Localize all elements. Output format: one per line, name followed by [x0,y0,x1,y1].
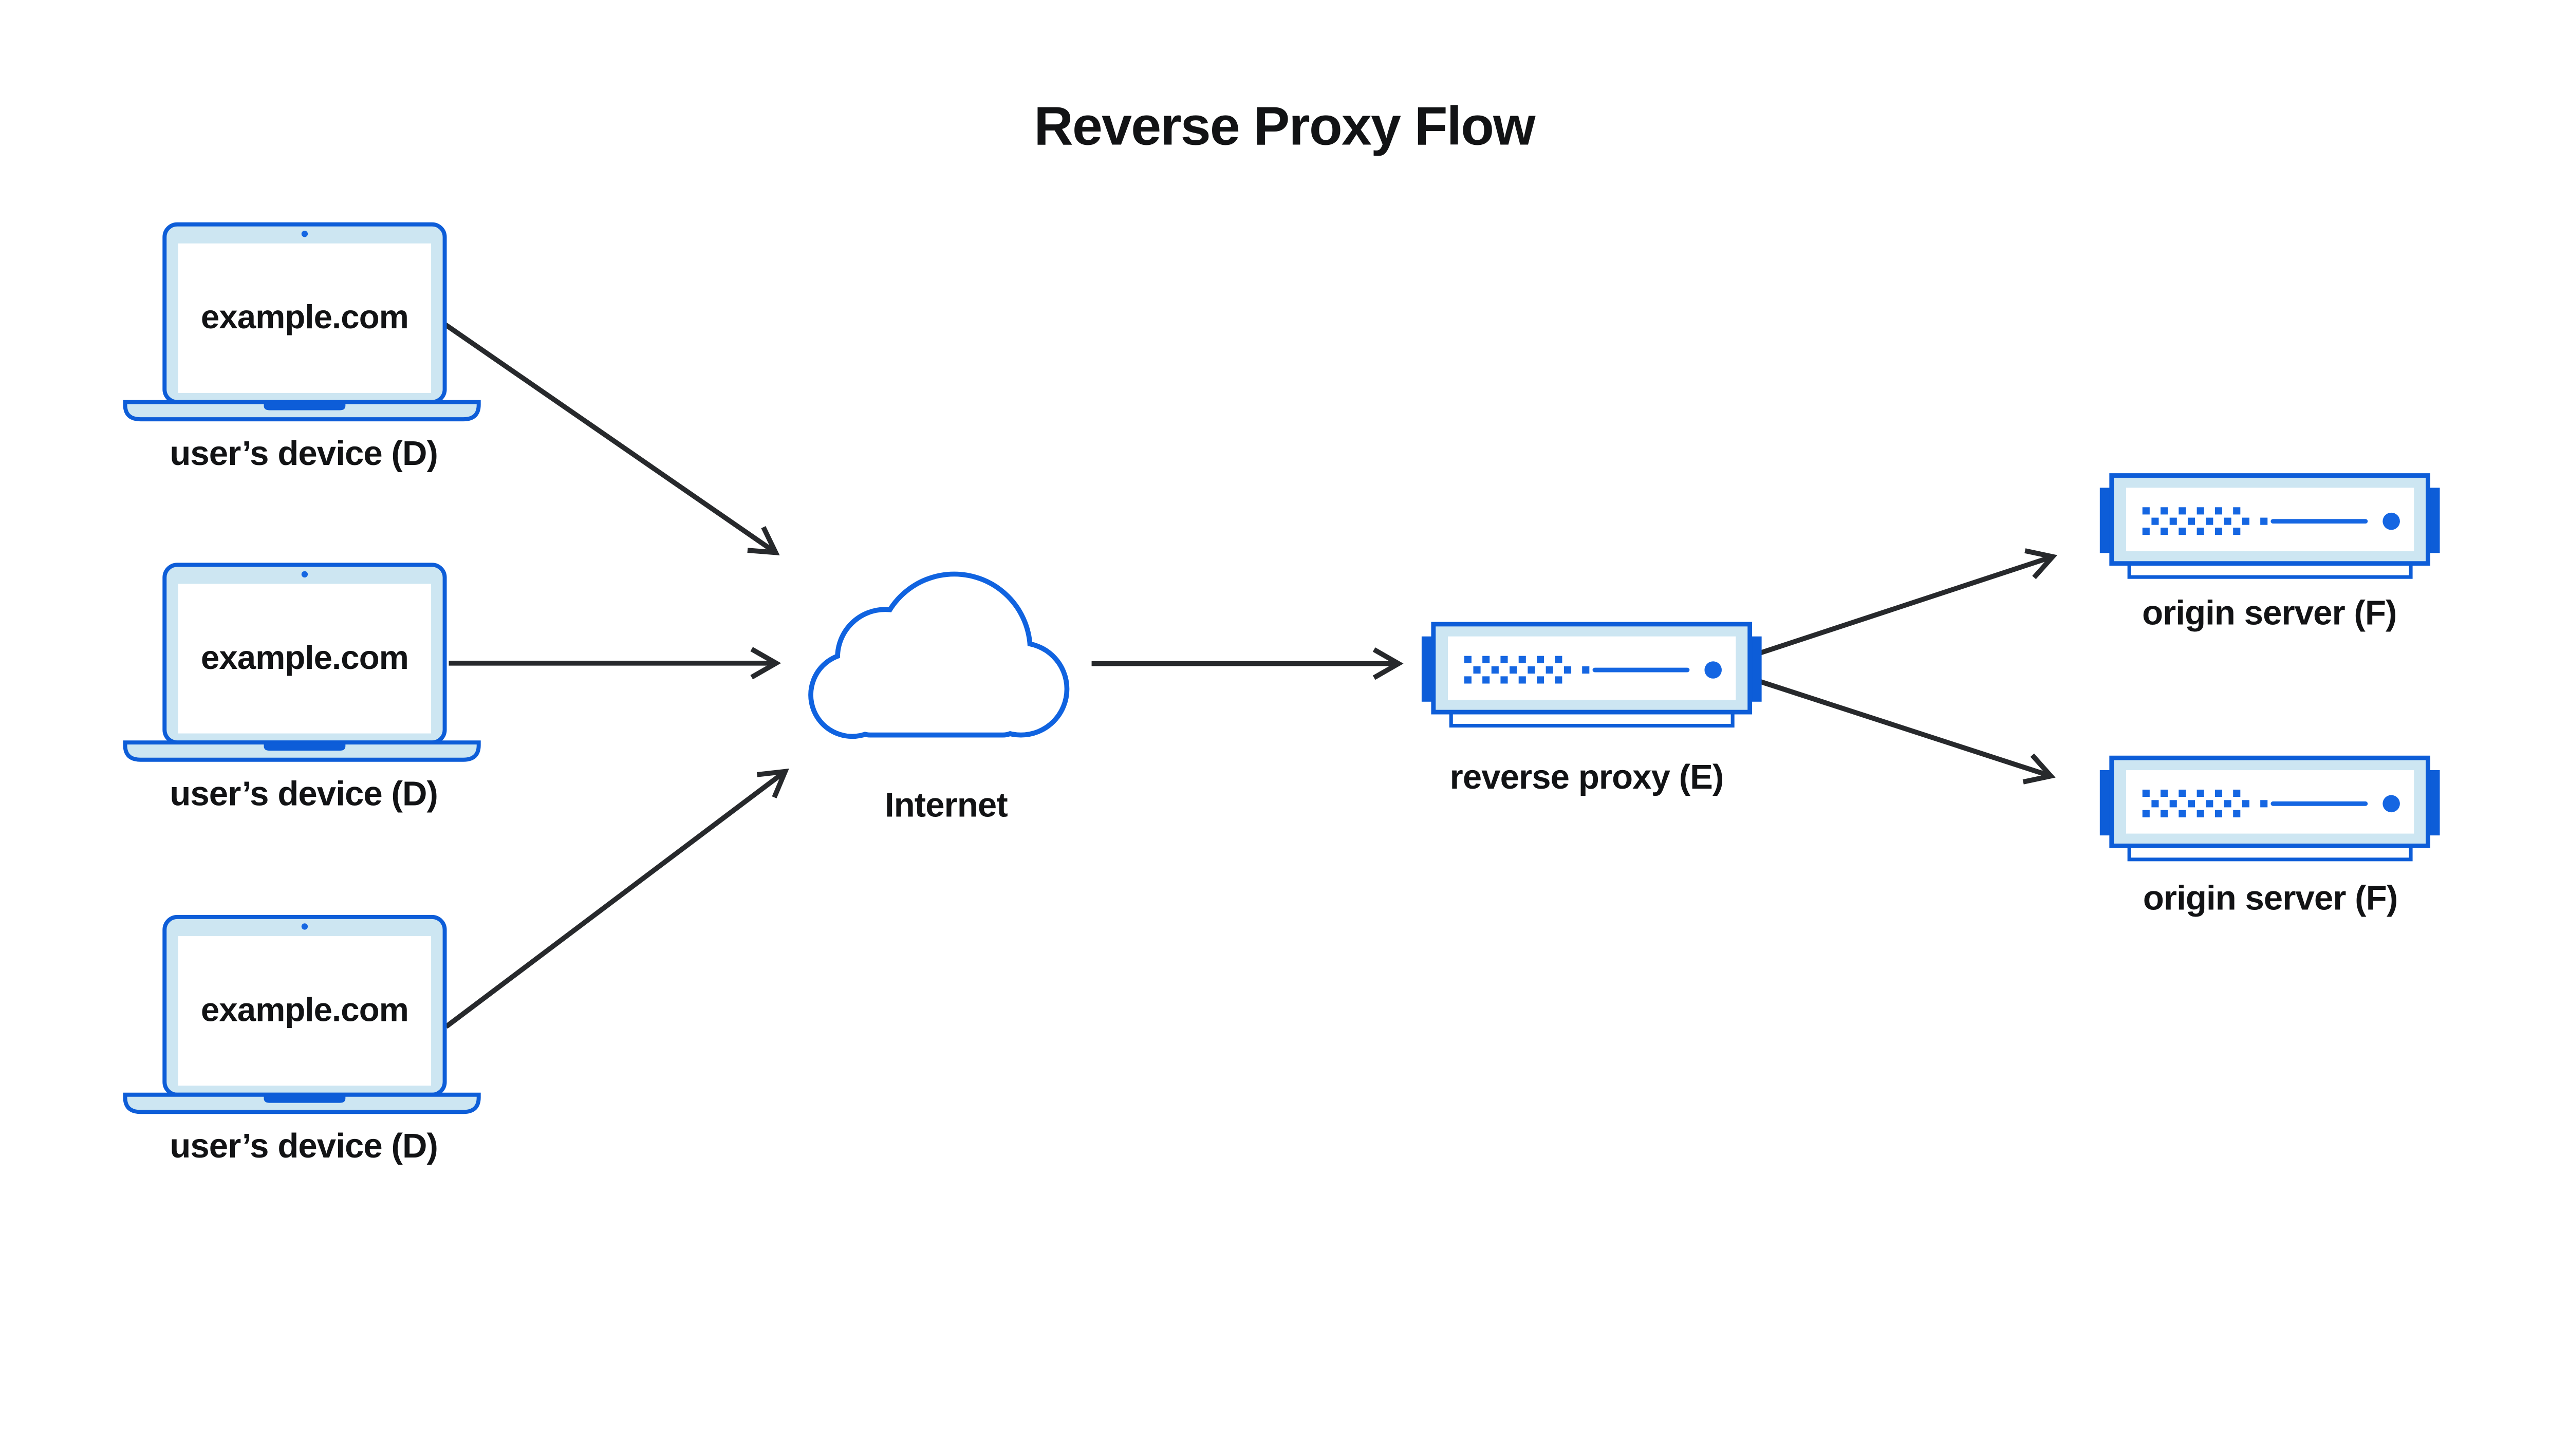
diagram-canvas: Reverse Proxy Flow example.com user’s de… [123,96,2442,1165]
arrowhead-icon [747,526,780,556]
arrow-proxy-to-origin2 [1757,678,2056,785]
arrowhead-icon [750,647,781,680]
proxy-label: reverse proxy (E) [1450,758,1724,796]
node-internet: Internet [808,571,1070,824]
arrowhead-icon [756,768,789,798]
arrow-device2-to-internet [449,647,781,680]
internet-label: Internet [885,786,1008,824]
page-title: Reverse Proxy Flow [1034,96,1536,156]
node-user-device-1: example.com user’s device (D) [125,225,479,473]
device-screen-url: example.com [201,991,408,1028]
node-user-device-2: example.com user’s device (D) [125,565,479,813]
arrow-device1-to-internet [442,321,780,556]
origin-server-label: origin server (F) [2143,879,2397,917]
arrowhead-icon [2024,548,2058,580]
node-user-device-3: example.com user’s device (D) [125,917,479,1165]
arrowhead-icon [1372,647,1404,680]
arrow-internet-to-proxy [1091,647,1404,680]
server-icon [2100,476,2440,577]
device-label: user’s device (D) [170,774,438,813]
device-label: user’s device (D) [170,434,438,473]
reverse-proxy-flow-diagram: Reverse Proxy Flow example.com user’s de… [123,96,2442,1165]
server-icon [2100,758,2440,860]
node-reverse-proxy: reverse proxy (E) [1422,624,1762,796]
server-icon [1422,624,1762,726]
device-label: user’s device (D) [170,1127,438,1165]
arrowhead-icon [2022,753,2056,785]
node-origin-server-1: origin server (F) [2100,476,2440,632]
node-origin-server-2: origin server (F) [2100,758,2440,917]
device-screen-url: example.com [201,639,408,676]
device-screen-url: example.com [201,298,408,335]
cloud-icon [808,571,1070,739]
origin-server-label: origin server (F) [2142,593,2396,632]
arrow-device3-to-internet [444,768,789,1029]
arrow-proxy-to-origin1 [1757,548,2058,656]
